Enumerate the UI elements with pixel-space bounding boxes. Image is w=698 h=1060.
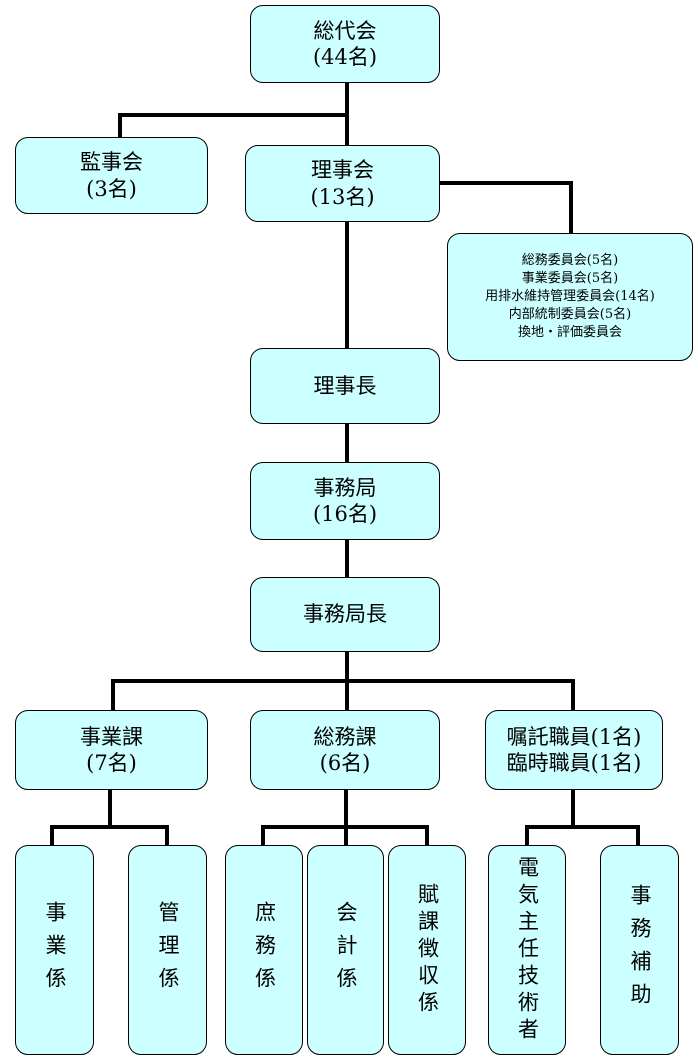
- board-box: 理事会 (13名): [245, 145, 440, 222]
- committee-item: 事業委員会(5名): [521, 270, 619, 286]
- section-label: 電気主任技術者: [515, 855, 540, 1045]
- department-line1: 事業課: [80, 724, 143, 749]
- section-box: 会計係: [307, 845, 384, 1055]
- department-box: 総務課 (6名): [250, 710, 440, 790]
- board-count: (13名): [310, 184, 375, 209]
- general-assembly-name: 総代会: [313, 18, 377, 43]
- section-box: 管理係: [128, 845, 207, 1055]
- chairman-box: 理事長: [250, 348, 440, 424]
- committees-box: 総務委員会(5名) 事業委員会(5名) 用排水維持管理委員会(14名) 内部統制…: [447, 233, 693, 361]
- section-label: 庶務係: [252, 900, 277, 1000]
- committee-item: 用排水維持管理委員会(14名): [485, 288, 655, 304]
- department-line2: (6名): [319, 751, 371, 775]
- section-label: 会計係: [334, 900, 358, 1000]
- section-box: 庶務係: [225, 845, 303, 1055]
- section-label: 事務補助: [628, 884, 652, 1016]
- section-label: 管理係: [156, 900, 180, 1000]
- board-name: 理事会: [311, 158, 374, 183]
- secretariat-head-box: 事務局長: [250, 577, 440, 652]
- committee-item: 総務委員会(5名): [521, 252, 619, 268]
- secretariat-count: (16名): [312, 502, 378, 526]
- committee-item: 内部統制委員会(5名): [508, 307, 632, 323]
- department-line1: 嘱託職員(1名): [506, 724, 642, 749]
- audit-count: (3名): [86, 176, 137, 201]
- section-label: 事業係: [43, 900, 67, 1000]
- department-box: 嘱託職員(1名) 臨時職員(1名): [485, 710, 663, 790]
- secretariat-head-label: 事務局長: [303, 602, 387, 627]
- secretariat-box: 事務局 (16名): [250, 462, 440, 540]
- department-box: 事業課 (7名): [15, 710, 208, 790]
- section-box: 事業係: [15, 845, 94, 1055]
- audit-name: 監事会: [80, 150, 143, 175]
- secretariat-name: 事務局: [313, 475, 377, 500]
- general-assembly-box: 総代会 (44名): [250, 5, 440, 83]
- general-assembly-count: (44名): [312, 45, 378, 69]
- committee-item: 換地・評価委員会: [517, 325, 622, 341]
- audit-box: 監事会 (3名): [15, 137, 208, 214]
- section-box: 事務補助: [600, 845, 679, 1055]
- section-box: 電気主任技術者: [488, 845, 566, 1055]
- department-line2: 臨時職員(1名): [506, 751, 642, 775]
- section-label: 賦課徴収係: [415, 882, 440, 1018]
- chairman-label: 理事長: [313, 373, 377, 398]
- department-line2: (7名): [86, 751, 137, 775]
- department-line1: 総務課: [313, 724, 377, 749]
- section-box: 賦課徴収係: [388, 845, 466, 1055]
